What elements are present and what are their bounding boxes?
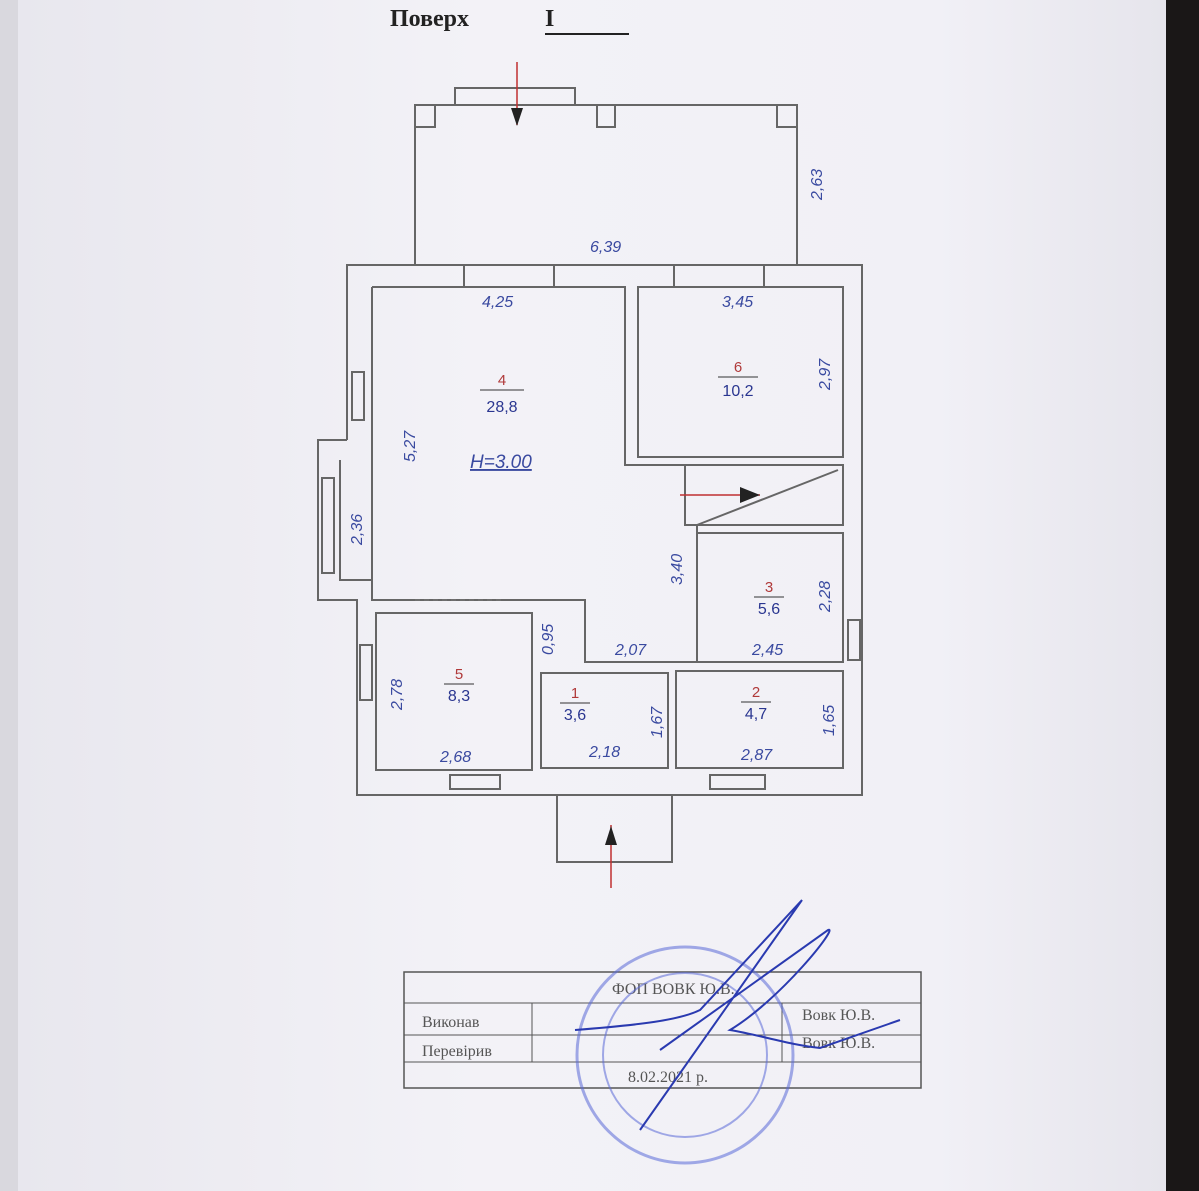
svg-text:Перевірив: Перевірив [422,1043,492,1060]
dimensions: 6,39 2,63 4,25 3,45 2,97 5,27 2,36 3,40 … [349,169,838,766]
svg-text:4,25: 4,25 [482,294,513,311]
svg-text:3: 3 [765,579,773,596]
svg-text:5: 5 [455,666,463,683]
title-block: ФОП ВОВК Ю.В. Виконав Перевірив Вовк Ю.В… [403,971,922,1089]
svg-text:1,67: 1,67 [649,706,666,738]
floor-label: Поверх [390,6,470,32]
svg-text:4,7: 4,7 [745,706,767,723]
outer-walls [317,264,863,796]
svg-text:Вовк Ю.В.: Вовк Ю.В. [802,1007,875,1024]
signature [574,899,901,1131]
stamp [575,945,795,1165]
svg-text:3,40: 3,40 [669,554,686,585]
svg-text:2,63: 2,63 [809,169,826,201]
room-3: 35,6 [754,579,784,618]
svg-text:2,45: 2,45 [751,642,783,659]
svg-text:2,07: 2,07 [614,642,647,659]
svg-text:2,18: 2,18 [588,744,620,761]
svg-text:5,6: 5,6 [758,601,780,618]
svg-text:10,2: 10,2 [722,383,753,400]
svg-text:2: 2 [752,684,760,701]
svg-text:1,65: 1,65 [821,705,838,736]
interior-walls [371,286,844,863]
svg-text:4: 4 [498,372,506,389]
svg-text:2,68: 2,68 [439,749,471,766]
room-5: 58,3 [444,666,474,705]
page-edge [0,0,18,1191]
svg-text:6: 6 [734,359,742,376]
svg-text:Виконав: Виконав [422,1014,480,1031]
svg-text:2,36: 2,36 [349,514,366,546]
svg-text:2,28: 2,28 [817,581,834,613]
background-edge [1166,0,1199,1191]
room-6: 610,2 [718,359,758,400]
svg-text:3,6: 3,6 [564,707,586,724]
svg-text:8,3: 8,3 [448,688,470,705]
svg-text:28,8: 28,8 [486,399,517,416]
floor-number: I [545,6,629,35]
svg-text:ФОП ВОВК Ю.В.: ФОП ВОВК Ю.В. [612,981,735,998]
ceiling-height: H=3.00 [470,452,532,473]
svg-text:6,39: 6,39 [590,239,621,256]
svg-text:Вовк Ю.В.: Вовк Ю.В. [802,1035,875,1052]
svg-text:2,97: 2,97 [817,358,834,391]
room-1: 13,6 [560,685,590,724]
svg-text:2,87: 2,87 [740,747,773,764]
svg-text:1: 1 [571,685,579,702]
entrance-arrows [511,62,760,888]
svg-text:0,95: 0,95 [540,624,557,655]
svg-text:8.02.2021 р.: 8.02.2021 р. [628,1069,708,1086]
svg-text:5,27: 5,27 [402,430,419,462]
room-2: 24,7 [741,684,771,723]
room-4: 428,8 [480,372,524,416]
svg-text:3,45: 3,45 [722,294,753,311]
paper-sheet [18,0,1166,1191]
svg-text:2,78: 2,78 [389,679,406,711]
